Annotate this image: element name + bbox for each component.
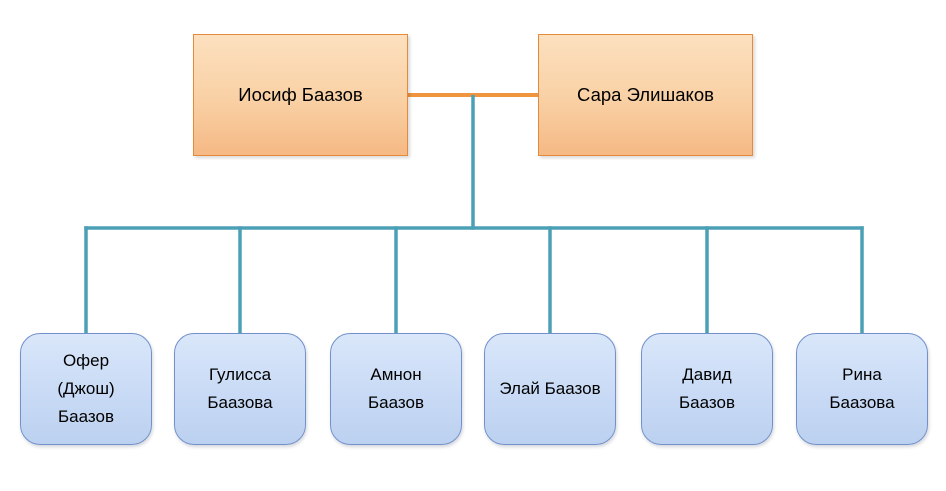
parent-node-label: Сара Элишаков [577, 84, 714, 106]
child-node-gulissa-baazova[interactable]: Гулисса Баазова [174, 333, 306, 445]
child-node-ofer-josh-baazov[interactable]: Офер (Джош) Баазов [20, 333, 152, 445]
child-node-label: Гулисса Баазова [207, 364, 273, 412]
parent-node-sara-elishakov[interactable]: Сара Элишаков [538, 34, 753, 156]
child-node-label: Рина Баазова [829, 364, 895, 412]
child-node-label: Элай Баазов [499, 378, 601, 398]
parent-node-iosif-baazov[interactable]: Иосиф Баазов [193, 34, 408, 156]
child-node-label: Амнон Баазов [368, 364, 424, 412]
parent-node-label: Иосиф Баазов [238, 84, 363, 106]
child-node-label: Давид Баазов [679, 364, 735, 412]
child-node-rina-baazova[interactable]: Рина Баазова [796, 333, 928, 445]
child-node-label: Офер (Джош) Баазов [57, 350, 115, 427]
child-node-elay-baazov[interactable]: Элай Баазов [484, 333, 616, 445]
child-node-amnon-baazov[interactable]: Амнон Баазов [330, 333, 462, 445]
child-node-david-baazov[interactable]: Давид Баазов [641, 333, 773, 445]
